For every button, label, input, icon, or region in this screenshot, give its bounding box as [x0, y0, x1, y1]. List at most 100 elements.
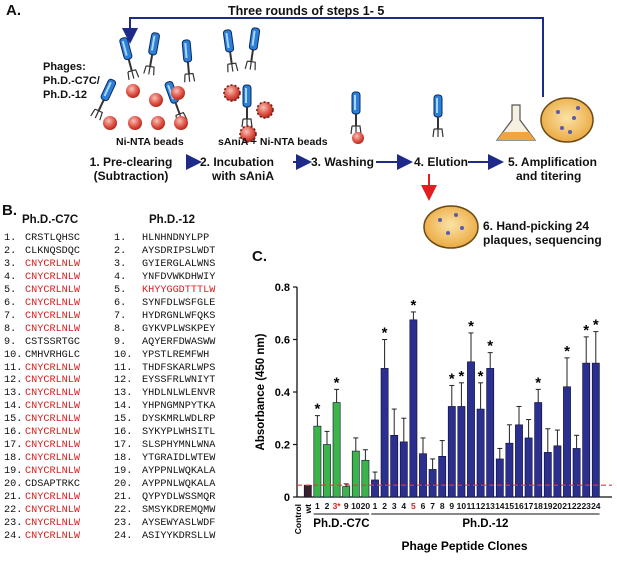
bar: [390, 435, 399, 498]
sequence-row: 11.CNYCRLNLW: [4, 363, 100, 376]
panel-c-letter: C.: [252, 248, 267, 265]
sequence-row: 14. YHPNGMNPYTKA: [114, 401, 264, 414]
sequence-row: 9.CSTSSRTGC: [4, 337, 100, 350]
sequence-number: 7.: [114, 310, 127, 322]
sequence-number: 22.: [114, 505, 133, 517]
peptide-sequence: CNYCRLNLW: [25, 375, 81, 387]
sequence-number: 18.: [114, 453, 133, 465]
bar: [399, 441, 408, 498]
sequence-number: 1.: [4, 233, 17, 244]
sequence-number: 1.: [114, 233, 127, 244]
peptide-sequence: EYSSFRLWNIYT: [142, 375, 216, 387]
peptide-sequence: CNYCRLNLW: [25, 388, 81, 400]
y-tick-label: 0: [284, 492, 290, 504]
sequence-number: 2.: [4, 245, 17, 257]
sequence-number: 17.: [4, 440, 23, 452]
sequence-row: 4.CNYCRLNLW: [4, 272, 100, 285]
x-tick-label: 1: [373, 501, 378, 511]
peptide-sequence: CNYCRLNLW: [25, 414, 81, 426]
bar: [313, 425, 322, 498]
sequence-number: 9.: [4, 336, 17, 348]
peptide-sequence: CLKNQSDQC: [25, 245, 81, 257]
peptide-sequence: CNYCRLNLW: [25, 362, 81, 374]
x-tick-label: 6: [421, 501, 426, 511]
beads-label: Ni-NTA beads: [116, 136, 184, 148]
sequence-row: 19.CNYCRLNLW: [4, 466, 100, 479]
bar: [371, 479, 379, 498]
sequence-number: 6.: [4, 297, 17, 309]
sequence-row: 10.CMHVRHGLC: [4, 350, 100, 363]
sequence-number: 15.: [114, 414, 133, 426]
bar: [342, 486, 351, 498]
panel-a-letter: A.: [6, 2, 21, 19]
peptide-sequence: YHPNGMNPYTKA: [142, 401, 216, 413]
significance-star: *: [468, 318, 474, 335]
bar: [524, 437, 533, 498]
sequence-row: 10.YPSTLREMFWH: [114, 350, 264, 363]
x-tick-label: 13: [485, 501, 495, 511]
peptide-sequence: CNYCRLNLW: [25, 466, 81, 478]
significance-star: *: [410, 297, 416, 314]
peptide-sequence: HYDRGNLWFQKS: [142, 310, 216, 322]
peptide-sequence: CDSAPTRKC: [25, 479, 81, 491]
sequence-row: 21.QYPYDLWSSMQR: [114, 492, 264, 505]
sequence-row: 22.CNYCRLNLW: [4, 505, 100, 518]
sequence-row: 23.CNYCRLNLW: [4, 518, 100, 531]
x-tick-label: 14: [495, 501, 505, 511]
control-label: Control: [293, 504, 303, 534]
peptide-sequence: CNYCRLNLW: [25, 517, 81, 529]
sequence-row: 7. HYDRGNLWFQKS: [114, 311, 264, 324]
sequence-number: 20.: [4, 479, 23, 491]
sequence-row: 23.AYSEWYASLWDF: [114, 518, 264, 531]
peptide-sequence: THDFSKARLWPS: [142, 362, 216, 374]
significance-star: *: [564, 343, 570, 360]
sequence-number: 14.: [114, 401, 133, 413]
sequence-row: 13.CNYCRLNLW: [4, 388, 100, 401]
phd12-header: Ph.D.-12: [149, 214, 196, 226]
peptide-sequence: CNYCRLNLW: [25, 492, 81, 504]
sequence-row: 7.CNYCRLNLW: [4, 311, 100, 324]
sequence-number: 5.: [4, 284, 17, 296]
sequence-number: 16.: [114, 427, 133, 439]
y-axis-label: Absorbance (450 nm): [255, 333, 267, 450]
peptide-sequence: CNYCRLNLW: [25, 271, 81, 283]
sequence-number: 24.: [4, 530, 23, 542]
sequence-number: 3.: [4, 258, 17, 270]
phages-label: Phages: Ph.D.-C7C/ Ph.D.-12: [43, 61, 100, 101]
x-tick-label: 23: [581, 501, 591, 511]
x-tick-label: 10: [457, 501, 467, 511]
significance-star: *: [334, 374, 340, 391]
incubation-illustration: [221, 26, 274, 143]
x-tick-label: 18: [533, 501, 543, 511]
x-tick-label: 9: [449, 501, 454, 511]
panel-b-letter: B.: [2, 202, 17, 219]
sequence-number: 24.: [114, 530, 133, 542]
sequence-row: 1.CRSTLQHSC: [4, 233, 100, 246]
sequence-row: 8.CNYCRLNLW: [4, 324, 100, 337]
sequence-row: 2.AYSDRIPSLWDT: [114, 246, 264, 259]
sequence-row: 12.CNYCRLNLW: [4, 375, 100, 388]
significance-star: *: [593, 317, 599, 334]
bar: [495, 458, 504, 498]
beads2-label: sAniA + Ni-NTA beads: [218, 136, 328, 148]
significance-star: *: [478, 368, 484, 385]
x-tick-label: 24: [591, 501, 601, 511]
y-tick-label: 0.8: [275, 282, 290, 294]
sequence-number: 8.: [114, 323, 127, 335]
bar: [591, 362, 600, 498]
sequence-row: 5.CNYCRLNLW: [4, 285, 100, 298]
c7c-header: Ph.D.-C7C: [22, 214, 79, 226]
sequence-row: 22.SMSYKDREMQMW: [114, 505, 264, 518]
bar: [543, 452, 552, 498]
y-tick-label: 0.6: [275, 335, 290, 347]
x-tick-label: 22: [572, 501, 582, 511]
x-tick-label: 11: [467, 501, 476, 511]
bar: [457, 406, 466, 498]
x-tick-label: 2: [382, 501, 387, 511]
handpicking-illustration: [423, 205, 479, 249]
sequence-number: 13.: [4, 388, 23, 400]
group-label: Ph.D.-12: [462, 518, 508, 530]
